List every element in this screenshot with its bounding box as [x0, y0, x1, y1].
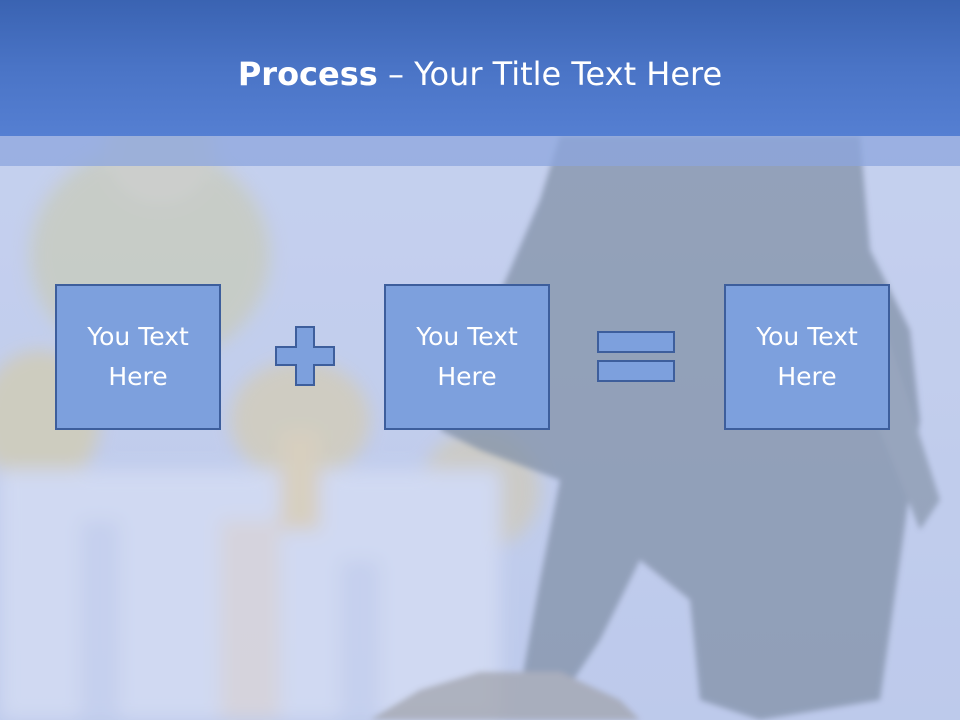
plus-icon: [275, 326, 335, 386]
title-bold: Process: [237, 55, 378, 93]
equals-icon: [597, 331, 675, 382]
title-rest: – Your Title Text Here: [377, 55, 723, 93]
process-box-3-text: You Text Here: [756, 322, 858, 391]
process-box-1-text: You Text Here: [87, 322, 189, 391]
title-bar: [0, 0, 960, 136]
process-box-2-text: You Text Here: [416, 322, 518, 391]
slide-title[interactable]: Process – Your Title Text Here: [0, 52, 960, 96]
process-box-2[interactable]: You Text Here: [384, 284, 550, 430]
title-bar-band: [0, 136, 960, 166]
process-box-1[interactable]: You Text Here: [55, 284, 221, 430]
process-box-3[interactable]: You Text Here: [724, 284, 890, 430]
